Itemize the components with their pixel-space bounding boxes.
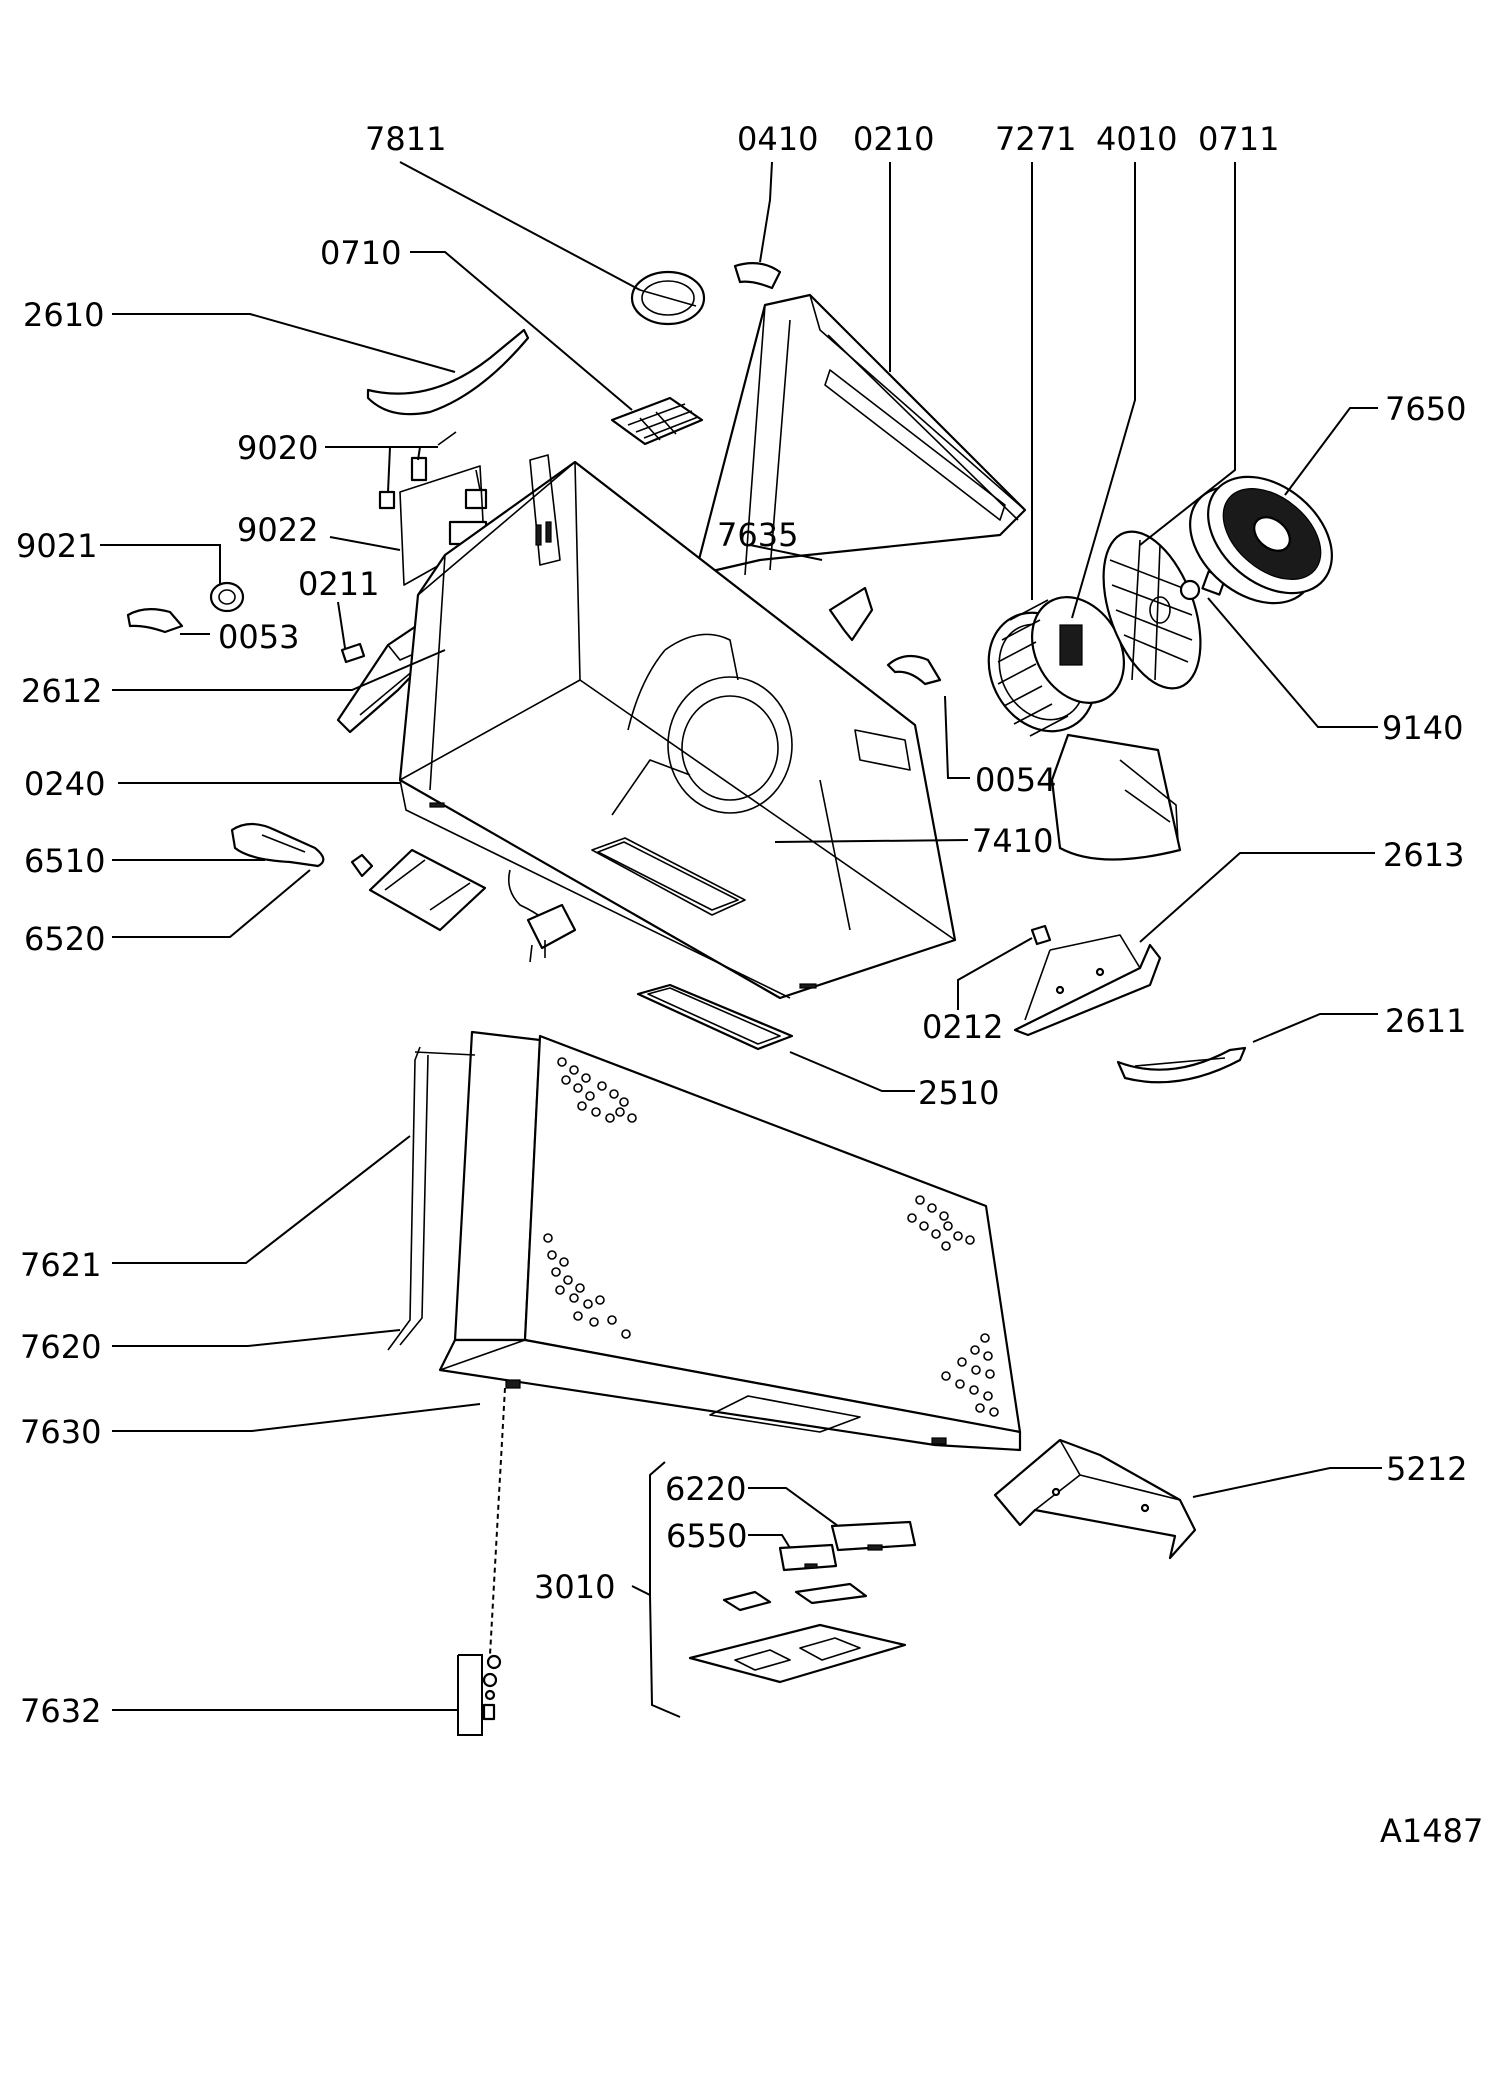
part-9021-0053 xyxy=(126,581,245,634)
part-2610-trim xyxy=(366,328,530,416)
label-0240: 0240 xyxy=(24,765,105,803)
part-7271-blower xyxy=(987,596,1126,737)
part-lamp-bracket xyxy=(368,848,487,932)
label-2613: 2613 xyxy=(1383,836,1464,874)
part-5212-end-bracket xyxy=(993,1438,1197,1560)
part-3010-control-unit xyxy=(688,1520,917,1684)
vent-holes-top-right xyxy=(907,1195,975,1251)
label-0054: 0054 xyxy=(975,761,1056,799)
leader-lines xyxy=(100,161,1382,1736)
label-0710: 0710 xyxy=(320,234,401,272)
label-7811: 7811 xyxy=(365,120,446,158)
label-9022: 9022 xyxy=(237,511,318,549)
part-labels: 7811 0410 0210 7271 4010 0711 0710 2610 … xyxy=(16,120,1483,1850)
label-9020: 9020 xyxy=(237,429,318,467)
part-7632-screws xyxy=(482,1387,506,1721)
label-0210: 0210 xyxy=(853,120,934,158)
label-6520: 6520 xyxy=(24,920,105,958)
document-code: A1487 xyxy=(1380,1812,1483,1850)
label-0212: 0212 xyxy=(922,1008,1003,1046)
label-7632: 7632 xyxy=(20,1692,101,1730)
label-7271: 7271 xyxy=(995,120,1076,158)
part-6510-6520-lamp xyxy=(230,822,374,878)
part-4010-motor-plate xyxy=(1050,733,1182,861)
label-4010: 4010 xyxy=(1096,120,1177,158)
label-0211: 0211 xyxy=(298,565,379,603)
part-0710-filter xyxy=(610,396,704,446)
part-0240-hood-body xyxy=(398,454,957,1000)
label-3010: 3010 xyxy=(534,1568,615,1606)
part-0410-clip xyxy=(733,261,782,290)
label-0053: 0053 xyxy=(218,618,299,656)
part-0054-clip xyxy=(886,654,942,686)
label-7635: 7635 xyxy=(717,516,798,554)
part-7621-side-rail xyxy=(387,1046,476,1351)
part-7635-clip xyxy=(828,586,874,642)
part-7650-carbon-filter xyxy=(1189,475,1333,605)
part-0212-clip xyxy=(1030,924,1052,946)
part-7811-ring xyxy=(630,270,706,326)
vent-holes-bottom-right xyxy=(941,1333,999,1417)
label-2510: 2510 xyxy=(918,1074,999,1112)
part-2510-filter-panel xyxy=(636,983,794,1051)
label-2612: 2612 xyxy=(21,672,102,710)
label-2611: 2611 xyxy=(1385,1002,1466,1040)
label-7630: 7630 xyxy=(20,1413,101,1451)
label-0410: 0410 xyxy=(737,120,818,158)
part-2611-trim xyxy=(1116,1046,1247,1084)
vent-holes-bottom-left xyxy=(543,1233,631,1339)
label-7410: 7410 xyxy=(972,822,1053,860)
part-7620-lower-cover xyxy=(438,1030,1022,1452)
label-7621: 7621 xyxy=(20,1246,101,1284)
part-9020-9022-switch xyxy=(378,431,489,586)
label-7650: 7650 xyxy=(1385,390,1466,428)
label-6550: 6550 xyxy=(666,1517,747,1555)
label-7620: 7620 xyxy=(20,1328,101,1366)
label-6220: 6220 xyxy=(665,1470,746,1508)
vent-holes-top-left xyxy=(557,1057,637,1123)
part-0211-clip xyxy=(340,642,366,664)
part-power-cord xyxy=(507,869,577,963)
label-5212: 5212 xyxy=(1386,1450,1467,1488)
label-0711: 0711 xyxy=(1198,120,1279,158)
label-9140: 9140 xyxy=(1382,709,1463,747)
part-2613-bracket xyxy=(1013,934,1162,1037)
label-9021: 9021 xyxy=(16,527,97,565)
label-2610: 2610 xyxy=(23,296,104,334)
label-6510: 6510 xyxy=(24,842,105,880)
